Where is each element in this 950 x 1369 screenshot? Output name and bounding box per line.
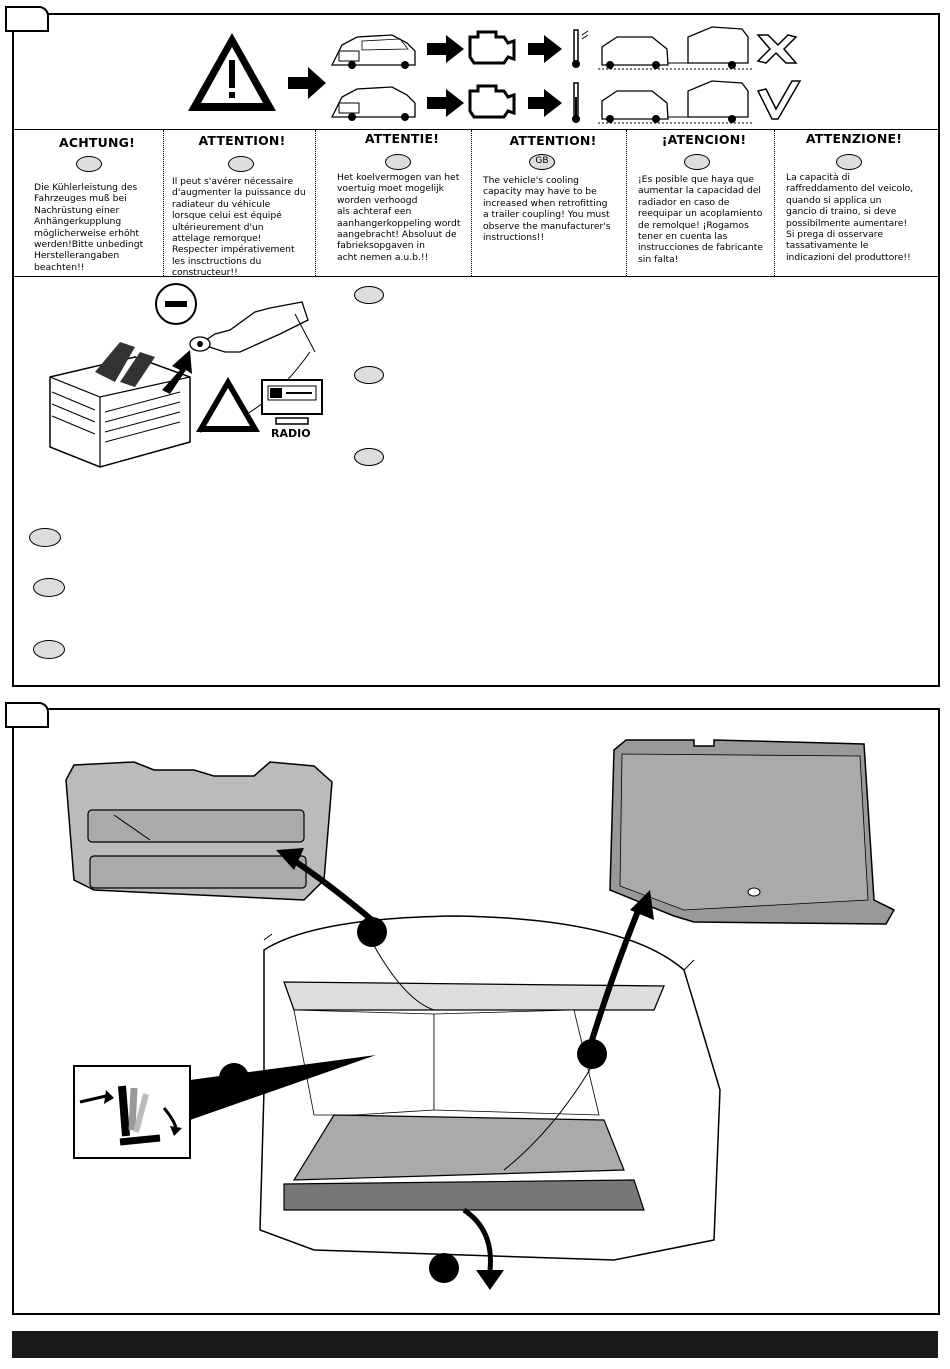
language-badge <box>33 578 65 597</box>
warning-heading: ACHTUNG! <box>58 135 135 150</box>
divider-line <box>12 129 938 130</box>
hand-with-wrench-icon <box>189 301 316 433</box>
warning-column-gb: ATTENTION! GB The vehicle's cooling capa… <box>483 130 623 276</box>
warning-heading: ATTENTIE! <box>364 131 440 146</box>
parcel-shelf-icon <box>65 761 333 901</box>
warning-column-de: ACHTUNG! Die Kühlerleistung des Fahrzeug… <box>34 130 160 276</box>
arrow-icon <box>288 67 326 99</box>
language-badge <box>836 154 862 170</box>
step-number-tag-1 <box>5 6 49 32</box>
warning-triangle-icon <box>196 377 260 432</box>
warning-triangle-icon <box>188 33 276 111</box>
warning-heading: ATTENTION! <box>198 133 286 148</box>
battery-icon <box>49 342 191 468</box>
language-badge <box>29 528 61 547</box>
column-divider <box>626 130 627 276</box>
car-rear-icon <box>259 915 721 1261</box>
engine-icon-2 <box>468 84 516 119</box>
warning-text: Die Kühlerleistung des Fahrzeuges muß be… <box>34 182 144 273</box>
warning-column-es: ¡ATENCION! ¡Es posible que haya que aume… <box>638 130 770 276</box>
arrow-icon <box>589 904 643 1041</box>
seat-fold-icon <box>79 1085 182 1146</box>
car-with-trailer-icon-2 <box>598 80 752 124</box>
step-marker <box>577 1039 607 1069</box>
language-badge <box>228 156 254 172</box>
warning-text: Het koelvermogen van het voertuig moet m… <box>337 172 461 263</box>
step-marker <box>357 917 387 947</box>
column-divider <box>163 130 164 276</box>
divider-line <box>12 276 938 277</box>
language-badge <box>354 286 384 304</box>
check-mark-icon <box>756 80 802 120</box>
warning-heading: ATTENZIONE! <box>805 131 903 146</box>
arrow-up-icon <box>162 350 192 394</box>
warning-heading: ATTENTION! <box>509 133 597 148</box>
language-badge <box>684 154 710 170</box>
warning-text: Il peut s'avérer nécessaire d'augmenter … <box>172 176 306 279</box>
car-front-icon-2 <box>330 86 416 121</box>
column-divider <box>774 130 775 276</box>
cooling-warning-pictogram <box>188 26 802 124</box>
car-front-icon <box>330 34 416 69</box>
language-badge <box>354 448 384 466</box>
warning-column-it: ATTENZIONE! La capacità di raffreddament… <box>786 130 922 276</box>
radio-label: RADIO <box>271 427 311 440</box>
minus-terminal-icon <box>155 283 197 325</box>
arrow-icon <box>288 855 374 923</box>
radio-icon <box>261 379 323 425</box>
step-panel-1 <box>12 13 940 687</box>
battery-disconnect-illustration <box>49 283 323 468</box>
trunk-removal-illustration <box>65 739 896 1290</box>
language-badge <box>33 640 65 659</box>
thermometer-icon-2 <box>572 82 580 123</box>
warning-text: La capacità di raffreddamento del veicol… <box>786 172 914 263</box>
step-number-tag-2 <box>5 702 49 728</box>
language-badge <box>76 156 102 172</box>
engine-icon <box>468 30 516 65</box>
cross-mark-icon <box>756 34 798 64</box>
arrow-icon <box>462 1207 493 1271</box>
footer-bar <box>12 1331 938 1358</box>
thermometer-icon <box>572 29 589 68</box>
step-marker <box>429 1253 459 1283</box>
column-divider <box>315 130 316 276</box>
language-badge <box>354 366 384 384</box>
trunk-floor-mat-icon <box>609 739 896 925</box>
warning-heading: ¡ATENCION! <box>661 132 747 147</box>
car-with-trailer-icon <box>598 26 752 70</box>
language-badge <box>385 154 411 170</box>
warning-column-fr: ATTENTION! Il peut s'avérer nécessaire d… <box>172 130 312 279</box>
language-badge-gb: GB <box>529 154 555 170</box>
warning-column-nl: ATTENTIE! Het koelvermogen van het voert… <box>337 130 467 276</box>
warning-text: ¡Es posible que haya que aumentar la cap… <box>638 174 764 265</box>
column-divider <box>471 130 472 276</box>
warning-text: The vehicle's cooling capacity may have … <box>483 175 611 244</box>
